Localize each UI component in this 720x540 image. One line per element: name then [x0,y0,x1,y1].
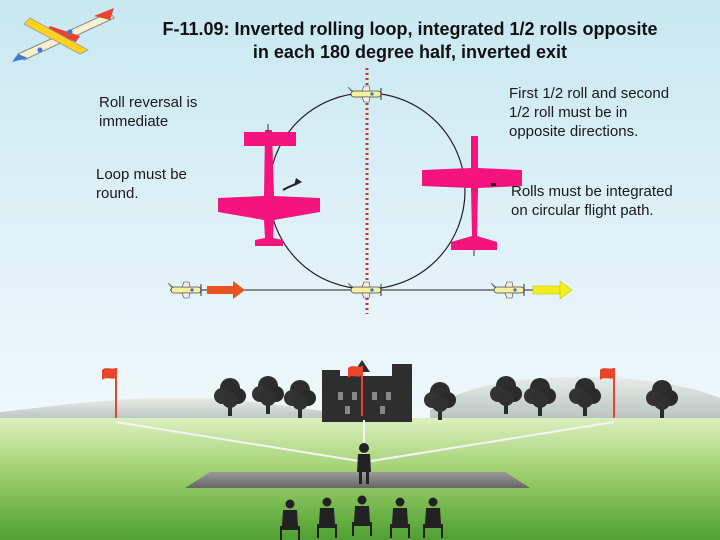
note-integrated-rolls: Rolls must be integrated on circular fli… [511,182,716,220]
note-line: First 1/2 roll and second [509,85,670,102]
note-line: round. [96,185,139,202]
entry-arrow [207,281,245,299]
note-roll-reversal: Roll reversal is immediate [99,93,269,131]
title-line-2: in each 180 degree half, inverted exit [252,42,568,62]
left-aircraft-icon [218,124,320,246]
note-line: on circular flight path. [511,202,654,219]
title-line-1: F-11.09: Inverted rolling loop, integrat… [162,19,658,39]
runway-strip [185,472,530,488]
figure-title: F-11.09: Inverted rolling loop, integrat… [100,18,720,64]
aerobatic-plane-icon [12,8,115,62]
note-line: opposite directions. [509,123,639,140]
note-opposite-rolls: First 1/2 roll and second 1/2 roll must … [509,84,714,141]
right-aircraft-icon [422,136,522,256]
box-line-left [115,421,366,463]
note-loop-round: Loop must be round. [96,165,256,203]
note-line: 1/2 roll must be in [509,104,628,121]
sky-background [0,0,720,420]
exit-arrow [532,280,573,300]
note-line: Rolls must be integrated [511,183,673,200]
note-line: immediate [99,113,169,130]
box-line-right [364,421,615,463]
note-line: Loop must be [96,166,187,183]
castle-icon [322,360,412,422]
note-line: Roll reversal is [99,94,198,111]
hill-left [0,397,330,420]
